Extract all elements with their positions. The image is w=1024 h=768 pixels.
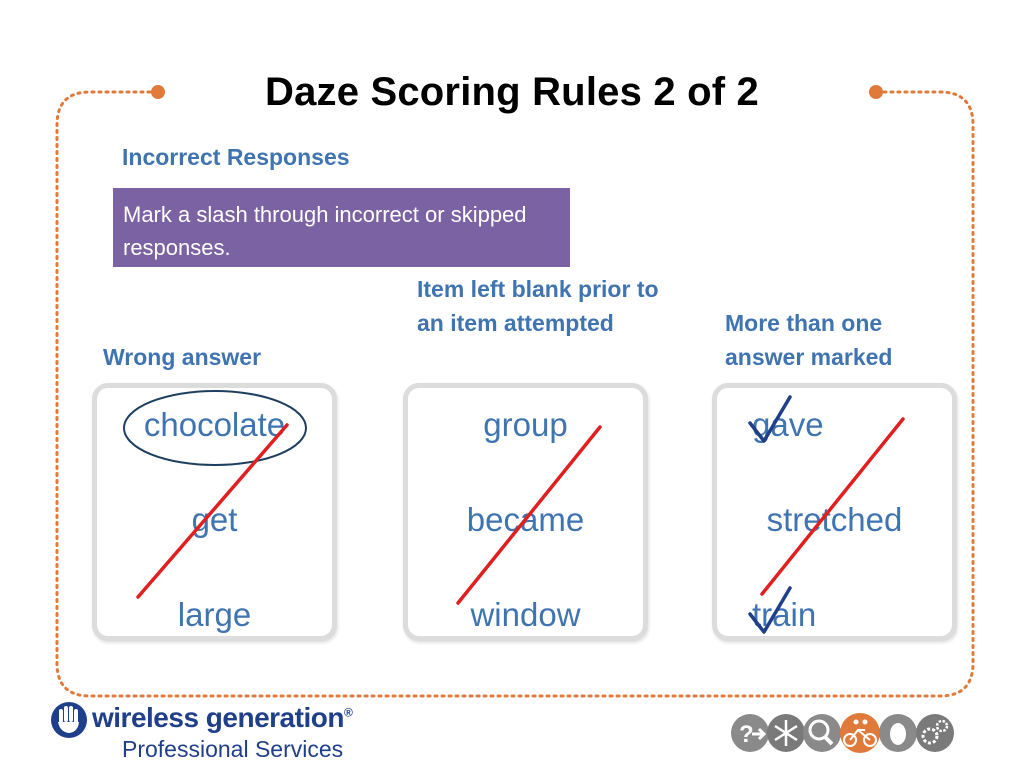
gears-icon [916,714,954,752]
frame-dot-right [869,85,883,99]
subheading: Incorrect Responses [122,144,350,170]
choice-word: became [466,501,585,538]
answer-card-wrong-answer: chocolate get large [92,383,337,641]
column-label-item-left-blank: Item left blank prior to an item attempt… [417,276,659,336]
logo-name: wireless generation [92,702,344,733]
choice-word: chocolate [143,406,286,443]
choice-word: large [177,596,252,633]
egg-icon [879,714,917,752]
choice-word: stretched [766,501,903,538]
answer-card-multiple-marked: gave stretched train [712,383,957,641]
choice-word: get [191,501,238,538]
footer-icon-strip: ? [731,713,954,753]
tandem-bicycle-icon [840,713,880,753]
registered-mark: ® [343,705,353,720]
svg-text:?: ? [739,721,754,748]
column-label-wrong-answer: Wrong answer [103,344,262,370]
answer-card-left-blank: group became window [403,383,648,641]
instruction-box: Mark a slash through incorrect or skippe… [113,188,570,267]
choice-word: group [483,406,568,443]
logo-wordmark: wireless generation® [92,702,353,734]
logo-subtitle: Professional Services [122,736,344,762]
magnifier-icon [803,714,841,752]
choice-word: gave [752,406,824,443]
hand-icon [51,702,87,738]
snowflake-icon [767,714,805,752]
page-title: Daze Scoring Rules 2 of 2 [264,70,760,114]
frame-dot-left [151,85,165,99]
choice-word: window [470,596,581,633]
question-arrow-icon: ? [731,714,769,752]
choice-word: train [752,596,817,633]
column-label-multiple-answers: More than one answer marked [725,310,893,370]
